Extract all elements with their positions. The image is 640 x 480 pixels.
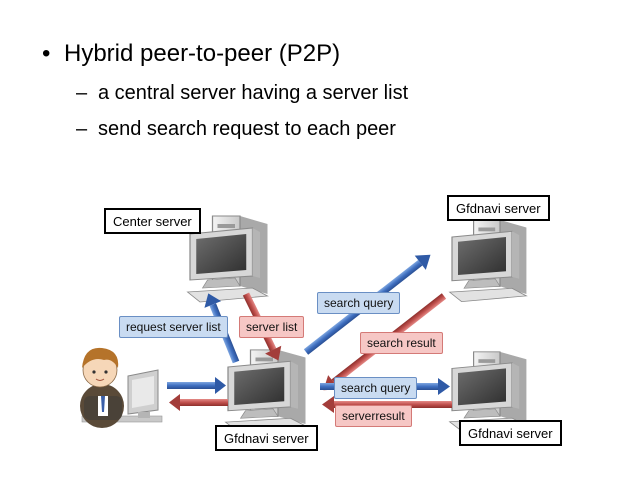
center-server-label: Center server	[104, 208, 201, 234]
sub-bullet-central-server: –a central server having a server list	[76, 82, 408, 105]
user-icon	[80, 347, 163, 428]
client-server-label: Gfdnavi server	[215, 425, 318, 451]
arrow-user-to-server	[167, 377, 226, 394]
request-server-list-label: request server list	[119, 316, 228, 338]
bullet-text: Hybrid peer-to-peer (P2P)	[64, 40, 341, 67]
sub-bullet-text: send search request to each peer	[98, 118, 396, 140]
peer-bottom-server-label: Gfdnavi server	[459, 420, 562, 446]
sub-bullet-search-request: –send search request to each peer	[76, 118, 396, 141]
search-query-top-label: search query	[317, 292, 401, 314]
computer-icon	[224, 349, 307, 433]
server-result-label: serverresult	[335, 405, 412, 427]
sub-bullet-text: a central server having a server list	[98, 82, 409, 104]
server-list-label: server list	[239, 316, 305, 338]
arrow-server-result	[322, 396, 452, 413]
arrow-server-to-user	[169, 394, 228, 411]
bullet-dot: •	[42, 40, 51, 67]
search-query-bottom-label: search query	[334, 377, 418, 399]
bullet-hybrid-p2p: • Hybrid peer-to-peer (P2P)	[42, 40, 340, 68]
sub-bullet-dash: –	[76, 82, 88, 104]
computer-icon	[449, 219, 528, 303]
search-result-label: search result	[360, 332, 443, 354]
sub-bullet-dash: –	[76, 118, 88, 140]
peer-top-server-label: Gfdnavi server	[447, 195, 550, 221]
